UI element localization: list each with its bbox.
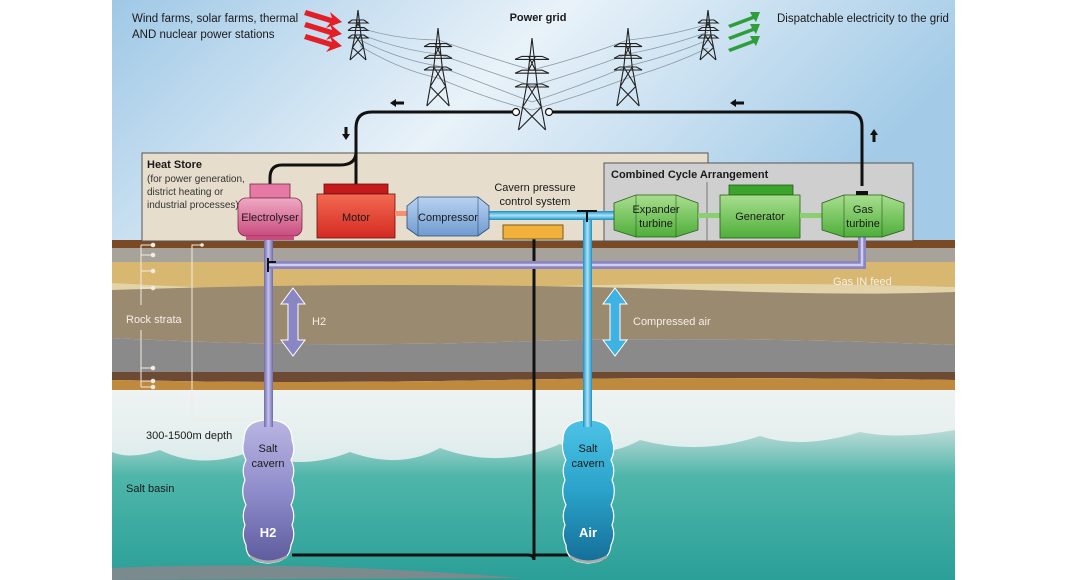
depth-label: 300-1500m depth <box>146 430 232 442</box>
air-pipe-horizontal <box>470 211 620 220</box>
compressor-unit: Compressor <box>406 196 490 237</box>
green-energy-arrows-icon <box>728 12 760 52</box>
expander-turbine-label-2: turbine <box>639 218 673 230</box>
expander-turbine-unit: Expander turbine <box>613 194 699 238</box>
air-salt-cavern: Salt cavern Air <box>561 405 615 564</box>
electrolyser-label: Electrolyser <box>241 212 299 224</box>
rock-strata-label: Rock strata <box>126 314 183 326</box>
pylon-icon <box>514 37 550 131</box>
cavern-pressure-label-1: Cavern pressure <box>494 182 575 194</box>
compressed-air-label: Compressed air <box>633 316 711 328</box>
pylon-icon <box>347 9 370 61</box>
generator-label: Generator <box>735 211 785 223</box>
gas-turbine-unit: Gas turbine <box>821 191 905 238</box>
dispatchable-label: Dispatchable electricity to the grid <box>777 13 949 25</box>
gas-turbine-label-2: turbine <box>846 218 880 230</box>
electrolyser-unit: Electrolyser <box>237 183 303 240</box>
h2-cavern-title-1: Salt <box>259 443 278 455</box>
power-cables <box>268 110 864 561</box>
valve-icon <box>577 210 597 222</box>
power-grid-label: Power grid <box>510 12 567 24</box>
gas-in-feed-label: Gas IN feed <box>833 276 892 288</box>
combined-cycle-title: Combined Cycle Arrangement <box>611 169 769 181</box>
gas-turbine-label-1: Gas <box>853 204 874 216</box>
heat-store-desc-2: district heating or <box>147 187 224 198</box>
air-cavern-title-2: cavern <box>571 458 604 470</box>
air-pipe-vertical <box>583 215 592 425</box>
grid-connector-right <box>544 107 554 117</box>
heat-store-desc-3: industrial processes) <box>147 200 239 211</box>
generator-unit: Generator <box>719 184 801 239</box>
valve-icon <box>267 258 276 272</box>
air-cavern-content: Air <box>579 525 597 540</box>
expander-turbine-label-1: Expander <box>632 204 679 216</box>
h2-cavern-title-2: cavern <box>251 458 284 470</box>
compressor-label: Compressor <box>418 212 478 224</box>
h2-flow-arrow-icon <box>280 287 306 357</box>
cavern-pressure-label-2: control system <box>500 196 571 208</box>
h2-pipe-vertical <box>264 236 273 426</box>
heat-store-desc-1: (for power generation, <box>147 174 245 185</box>
pylon-icon <box>613 27 643 107</box>
motor-unit: Motor <box>316 183 407 239</box>
h2-salt-cavern: Salt cavern H2 <box>242 405 295 564</box>
h2-flow-label: H2 <box>312 316 326 328</box>
rock-strata-bracket <box>140 242 156 390</box>
red-energy-arrows-icon <box>304 10 342 52</box>
motor-label: Motor <box>342 212 370 224</box>
depth-bracket <box>191 244 260 421</box>
heat-store-title: Heat Store <box>147 159 202 171</box>
grid-connector-left <box>511 107 521 117</box>
air-cavern-title-1: Salt <box>579 443 598 455</box>
cavern-pressure-control-unit <box>502 224 564 240</box>
sources-label-line1: Wind farms, solar farms, thermal <box>132 13 298 25</box>
h2-cavern-content: H2 <box>260 525 277 540</box>
salt-basin-label: Salt basin <box>126 483 174 495</box>
sources-label-line2: AND nuclear power stations <box>132 29 275 41</box>
pylon-icon <box>423 27 453 107</box>
pylon-icon <box>697 9 720 61</box>
compressed-air-arrow-icon <box>602 287 628 357</box>
arrow-icon <box>342 99 878 142</box>
